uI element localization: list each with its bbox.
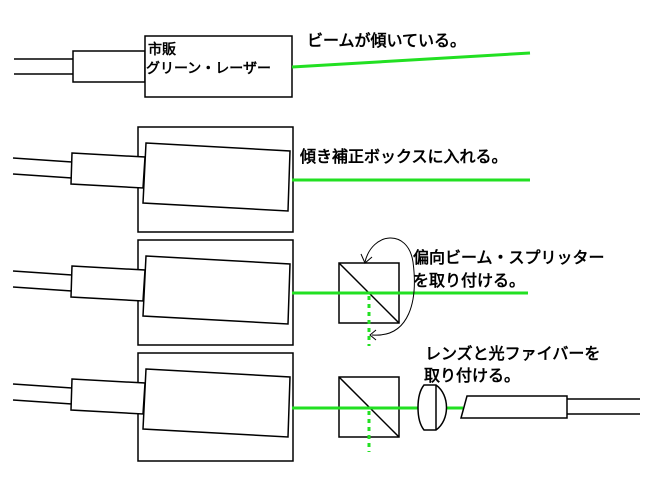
cable-wire	[12, 399, 73, 405]
arrow-head	[369, 329, 377, 341]
step3-caption-line2: を取り付ける。	[413, 271, 526, 290]
step4-caption-line1: レンズと光ファイバーを	[425, 344, 601, 363]
laser-body-tilted	[142, 255, 291, 325]
cable-wire	[12, 173, 73, 179]
laser-connector	[70, 265, 146, 302]
cable-wire	[12, 383, 73, 389]
laser-label-line2: グリーン・レーザー	[146, 61, 272, 77]
step3-beam-splitter	[12, 237, 528, 346]
lens	[417, 384, 448, 431]
cable-wire	[12, 157, 73, 163]
tilted-green-beam	[291, 51, 531, 69]
laser-body-tilted	[142, 142, 291, 212]
laser-body	[144, 35, 293, 98]
rotation-arrow	[364, 237, 415, 336]
optical-fiber-connector	[460, 395, 568, 419]
laser-connector	[72, 50, 146, 83]
laser-connector	[70, 152, 146, 189]
step2-tilt-correction-box	[12, 126, 530, 233]
step1-caption: ビームが傾いている。	[307, 31, 467, 50]
step3-caption-line1: 偏向ビーム・スプリッター	[413, 248, 605, 267]
step2-caption: 傾き補正ボックスに入れる。	[300, 147, 508, 166]
laser-label-line1: 市販	[148, 42, 176, 58]
arrow-head	[360, 253, 373, 264]
cable-wire	[12, 270, 73, 276]
step4-lens-and-fiber	[12, 352, 640, 462]
step4-caption-line2: 取り付ける。	[424, 366, 521, 385]
laser-body-tilted	[142, 368, 291, 438]
laser-connector	[70, 378, 146, 415]
cable-wire	[12, 286, 73, 292]
step1-commercial-laser	[14, 35, 531, 98]
